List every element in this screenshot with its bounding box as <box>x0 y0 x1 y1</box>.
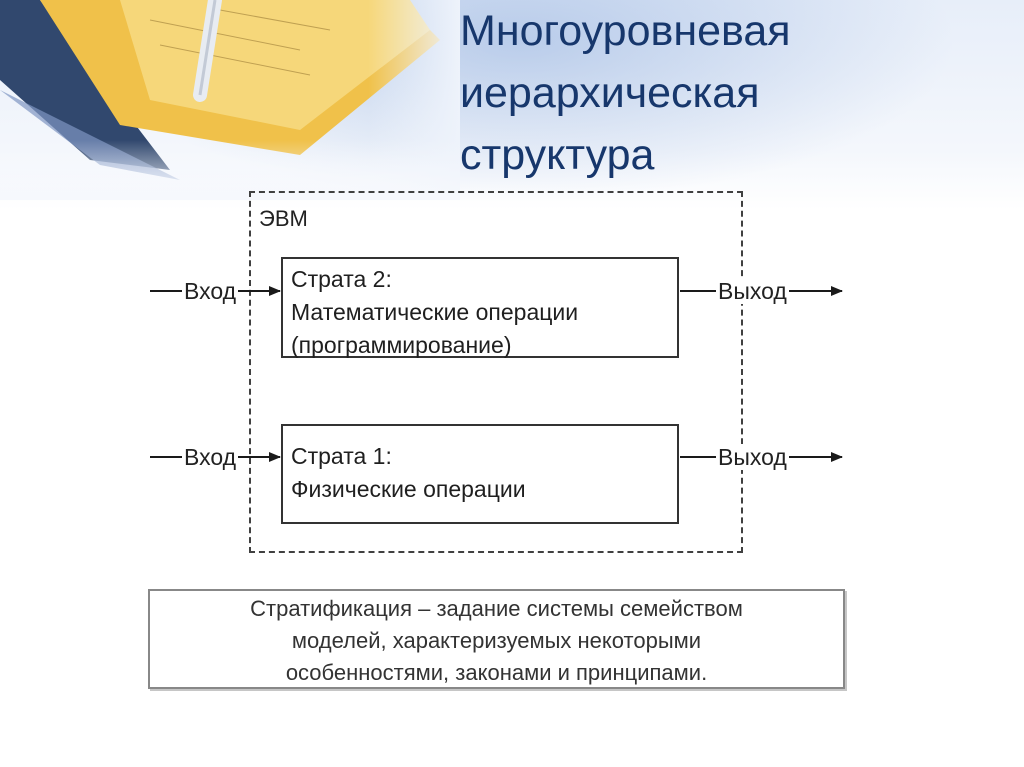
strata-2-line-2: (программирование) <box>291 332 512 358</box>
input-label-strata-1: Вход <box>182 444 239 470</box>
strata-2-line-1: Математические операции <box>291 299 579 325</box>
stratification-definition: Стратификация – задание системы семейств… <box>148 589 845 689</box>
output-label-strata-1: Выход <box>716 444 789 470</box>
definition-line-1: Стратификация – задание системы семейств… <box>250 596 743 621</box>
strata-2-heading: Страта 2: <box>291 266 392 292</box>
definition-line-3: особенностями, законами и принципами. <box>285 660 708 685</box>
evm-label: ЭВМ <box>259 206 308 231</box>
strata-2-box: Страта 2: Математические операции (прогр… <box>281 257 679 358</box>
input-label-strata-2: Вход <box>182 278 239 304</box>
strata-1-heading: Страта 1: <box>291 443 392 469</box>
slide-title: Многоуровневая иерархическая структура <box>460 7 791 179</box>
notebook-pen-photo <box>0 0 460 200</box>
strata-1-line-1: Физические операции <box>291 476 526 502</box>
evm-container <box>249 191 743 553</box>
output-label-strata-2: Выход <box>716 278 789 304</box>
strata-1-box: Страта 1: Физические операции <box>281 424 679 524</box>
definition-line-2: моделей, характеризуемых некоторыми <box>291 628 702 653</box>
